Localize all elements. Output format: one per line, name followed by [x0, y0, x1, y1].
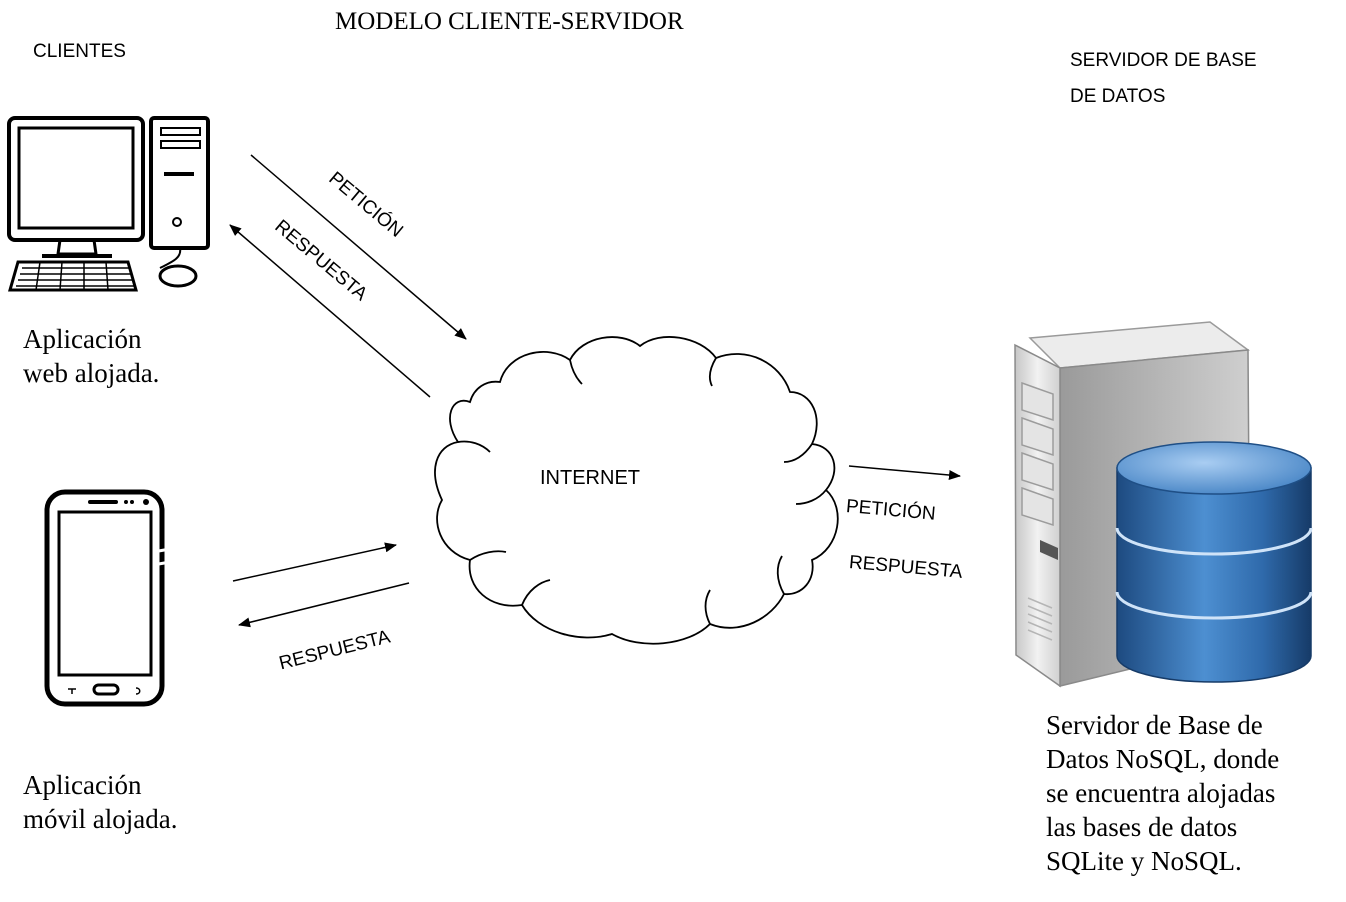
server-description: Servidor de Base de Datos NoSQL, donde s… — [1046, 708, 1298, 878]
server-heading: SERVIDOR DE BASE DE DATOS — [1070, 43, 1257, 115]
mobile-request-arrow — [232, 542, 397, 582]
server-description-line: SQLite y NoSQL. — [1046, 846, 1242, 876]
server-description-line: Datos NoSQL, donde — [1046, 744, 1280, 774]
internet-label: INTERNET — [540, 467, 640, 489]
mobile-caption-line: Aplicación — [23, 770, 142, 800]
smartphone-icon — [44, 489, 171, 707]
diagram-title: MODELO CLIENTE-SERVIDOR — [335, 8, 684, 35]
mobile-caption: Aplicación móvil alojada. — [23, 768, 177, 836]
desktop-response-arrow — [229, 224, 431, 398]
desktop-caption-line: Aplicación — [23, 324, 142, 354]
mobile-caption-line: móvil alojada. — [23, 804, 178, 834]
clients-heading: CLIENTES — [33, 41, 126, 62]
database-cylinder-icon — [1115, 441, 1313, 683]
desktop-caption: Aplicación web alojada. — [23, 322, 159, 390]
connection-arrows — [229, 154, 961, 628]
server-heading-line: SERVIDOR DE BASE — [1070, 50, 1257, 71]
desktop-request-arrow — [250, 154, 467, 340]
server-request-arrow — [848, 465, 961, 480]
desktop-caption-line: web alojada. — [23, 358, 160, 388]
server-description-line: las bases de datos — [1046, 812, 1238, 842]
internet-cloud-inner-arcs — [457, 357, 827, 625]
server-description-line: Servidor de Base de — [1046, 710, 1263, 740]
internet-cloud-shape — [434, 336, 839, 645]
server-heading-line: DE DATOS — [1070, 86, 1166, 107]
desktop-computer-icon — [7, 116, 210, 292]
mobile-response-arrow — [238, 582, 410, 628]
server-description-line: se encuentra alojadas — [1046, 778, 1276, 808]
